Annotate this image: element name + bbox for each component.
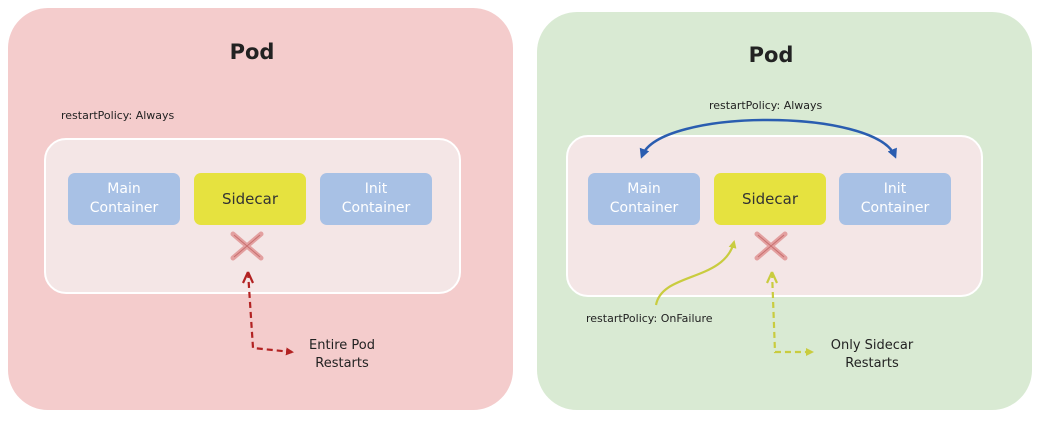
left-init-container: Init Container (320, 173, 432, 225)
left-sidecar-container: Sidecar (194, 173, 306, 225)
restart-arrow-icon (246, 271, 294, 356)
left-pod-title: Pod (229, 40, 275, 64)
left-restart-result: Entire Pod Restarts (309, 338, 375, 371)
failure-x-icon (230, 231, 264, 261)
failure-x-icon (754, 231, 788, 261)
right-init-container: Init Container (839, 173, 951, 225)
right-pod-title: Pod (748, 43, 794, 67)
restart-arrow-head-up (241, 271, 255, 284)
right-restart-result: Only Sidecar Restarts (830, 338, 914, 371)
right-restart-policy-label: restartPolicy: Always (709, 99, 823, 112)
restart-arrow-head-up (765, 271, 779, 284)
bidirectional-arrow-icon (639, 118, 897, 159)
sidecar-restart-policy-label: restartPolicy: OnFailure (586, 312, 713, 325)
left-main-container: Main Container (68, 173, 180, 225)
sidecar-policy-arrow (654, 240, 737, 306)
restart-arrow-icon (770, 271, 814, 356)
right-sidecar-container: Sidecar (714, 173, 826, 225)
left-restart-policy-label: restartPolicy: Always (61, 109, 175, 122)
right-main-container: Main Container (588, 173, 700, 225)
